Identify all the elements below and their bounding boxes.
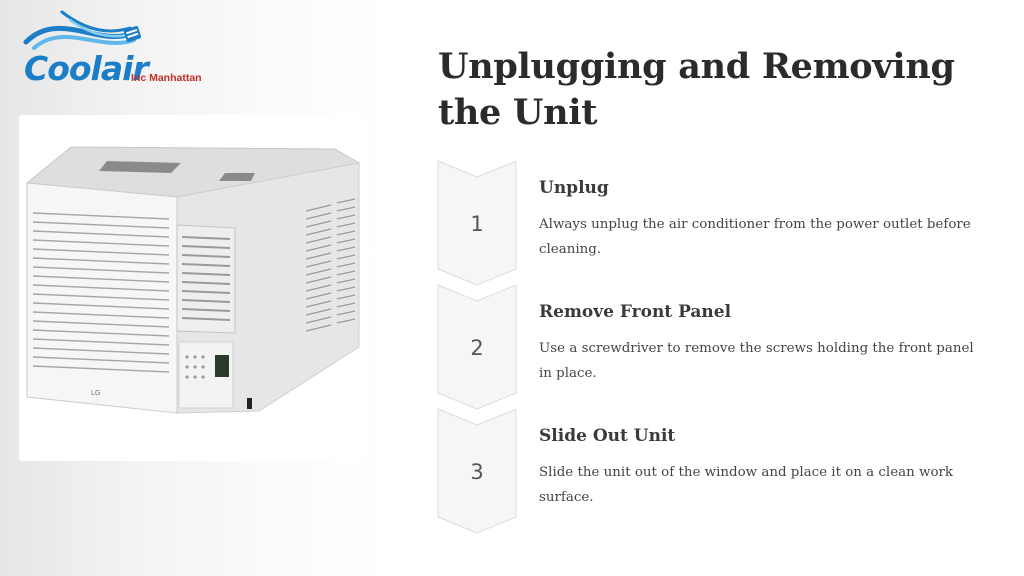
- step-2-heading: Remove Front Panel: [539, 302, 732, 322]
- step-3-description: Slide the unit out of the window and pla…: [539, 465, 954, 505]
- step-1-heading: Unplug: [539, 178, 609, 198]
- step-2-number: 2: [470, 336, 484, 360]
- step-3-heading: Slide Out Unit: [539, 426, 676, 446]
- step-2-description: Use a screwdriver to remove the screws h…: [539, 341, 974, 381]
- page-title: Unplugging and Removing the Unit: [438, 46, 955, 133]
- left-panel: Coolair Inc Manhattan: [0, 0, 384, 576]
- step-1-number: 1: [470, 212, 484, 236]
- product-photo-card: LG: [19, 115, 365, 461]
- step-1-description: Always unplug the air conditioner from t…: [539, 217, 971, 257]
- step-2-chevron: [437, 284, 517, 410]
- step-3-chevron: [437, 408, 517, 534]
- window-air-conditioner-icon: LG: [25, 146, 361, 414]
- logo-wordmark: Coolair: [24, 49, 149, 88]
- product-brand-label: LG: [91, 389, 100, 397]
- logo-subtitle: Inc Manhattan: [131, 72, 202, 84]
- step-1-chevron: [437, 160, 517, 286]
- logo-swoosh-icon: [23, 10, 142, 50]
- brand-logo[interactable]: Coolair Inc Manhattan: [18, 8, 218, 94]
- step-3-number: 3: [470, 460, 484, 484]
